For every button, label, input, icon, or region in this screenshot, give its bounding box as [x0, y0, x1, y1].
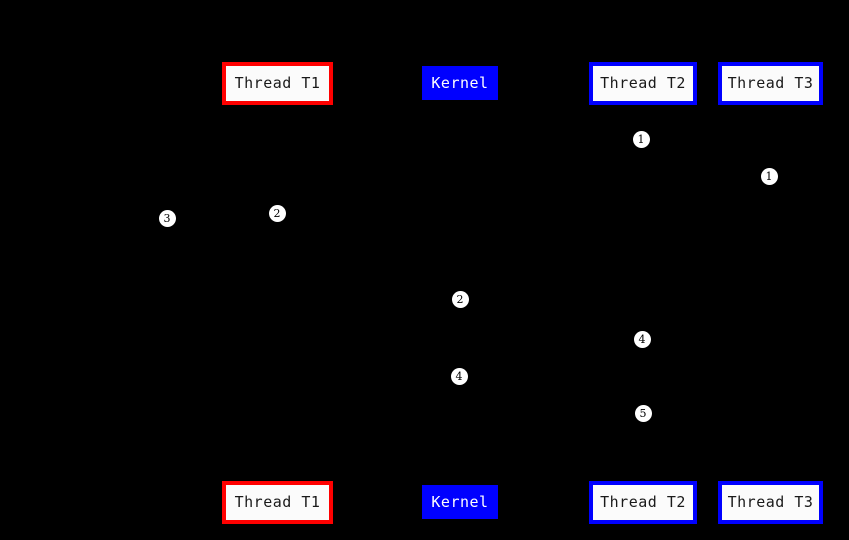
lifeline-t2: t2 [643, 105, 662, 481]
step-badge: 5 [634, 404, 652, 422]
step-badge: 2 [268, 204, 286, 222]
participant-t2-top[interactable]: Thread T2 [589, 62, 697, 105]
step-badge: 1 [760, 167, 778, 185]
participant-t2-bottom[interactable]: Thread T2 [589, 481, 697, 524]
participant-t3-top[interactable]: Thread T3 [718, 62, 823, 105]
participant-kernel-bottom[interactable]: Kernel [422, 485, 498, 519]
step-badge: 1 [632, 130, 650, 148]
lifeline-t3: t3 [770, 105, 789, 481]
participant-t3-bottom[interactable]: Thread T3 [718, 481, 823, 524]
participant-t1-top[interactable]: Thread T1 [222, 62, 333, 105]
step-badge: 3 [158, 209, 176, 227]
participant-t1-bottom[interactable]: Thread T1 [222, 481, 333, 524]
step-badge: 4 [633, 330, 651, 348]
step-badge: 2 [451, 290, 469, 308]
lifeline-t1: t1 [277, 105, 296, 481]
participant-kernel-top[interactable]: Kernel [422, 66, 498, 100]
step-badge: 4 [450, 367, 468, 385]
